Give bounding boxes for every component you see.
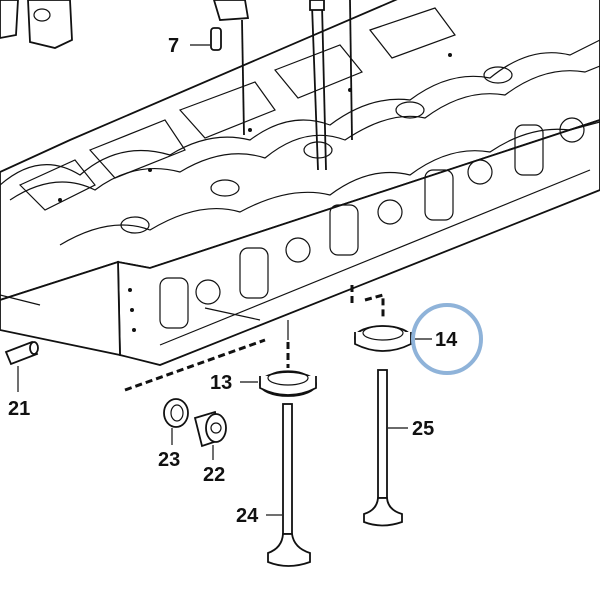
part-14-valve-seat bbox=[354, 325, 432, 352]
callout-14: 14 bbox=[435, 329, 458, 351]
part-22-plug bbox=[193, 410, 227, 460]
part-21-dowel-pin bbox=[0, 294, 41, 392]
callout-25: 25 bbox=[412, 418, 434, 440]
callout-13: 13 bbox=[210, 372, 232, 394]
part-24-valve bbox=[266, 403, 311, 567]
cylinder-head bbox=[0, 0, 600, 366]
guide-line-seat-14-b bbox=[364, 293, 385, 320]
part-13-valve-seat bbox=[240, 370, 317, 397]
callout-22: 22 bbox=[203, 464, 225, 486]
callout-21: 21 bbox=[8, 398, 30, 420]
callout-24: 24 bbox=[236, 505, 259, 527]
part-25-valve bbox=[363, 369, 408, 527]
highlight-circle bbox=[411, 303, 483, 375]
rocker-bracket bbox=[0, 0, 325, 49]
callout-7: 7 bbox=[168, 35, 179, 57]
callout-23: 23 bbox=[158, 449, 180, 471]
part-7-pin bbox=[190, 27, 222, 51]
guide-line-plug bbox=[124, 338, 266, 392]
part-23-washer bbox=[163, 398, 189, 445]
